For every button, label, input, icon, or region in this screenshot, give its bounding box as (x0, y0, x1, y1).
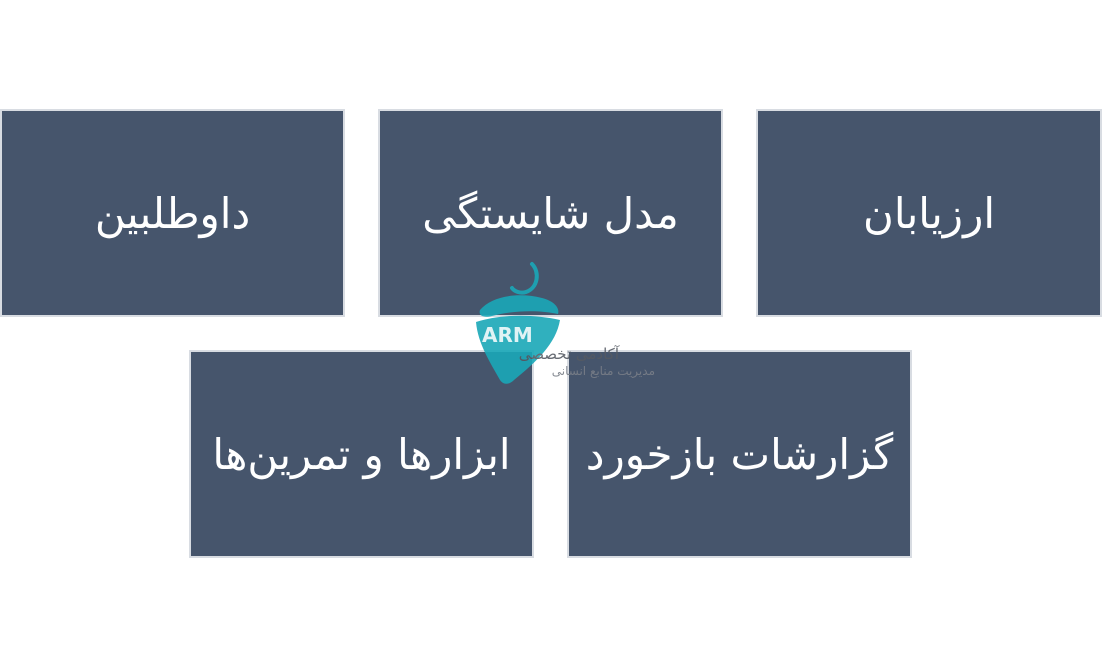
logo-text: ARM (482, 323, 533, 347)
diagram-box-tools-exercises: ابزارها و تمرین‌ها (189, 350, 534, 558)
box-label: داوطلبین (94, 188, 251, 238)
box-label: ابزارها و تمرین‌ها (212, 429, 511, 479)
diagram-box-assessors: ارزیابان (756, 109, 1102, 317)
box-label: ارزیابان (862, 188, 996, 238)
diagram-box-feedback-reports: گزارشات بازخورد (567, 350, 912, 558)
diagram-box-competency-model: مدل شایستگی (378, 109, 723, 317)
diagram-box-candidates: داوطلبین (0, 109, 345, 317)
box-label: گزارشات بازخورد (585, 429, 894, 479)
box-label: مدل شایستگی (422, 188, 679, 238)
